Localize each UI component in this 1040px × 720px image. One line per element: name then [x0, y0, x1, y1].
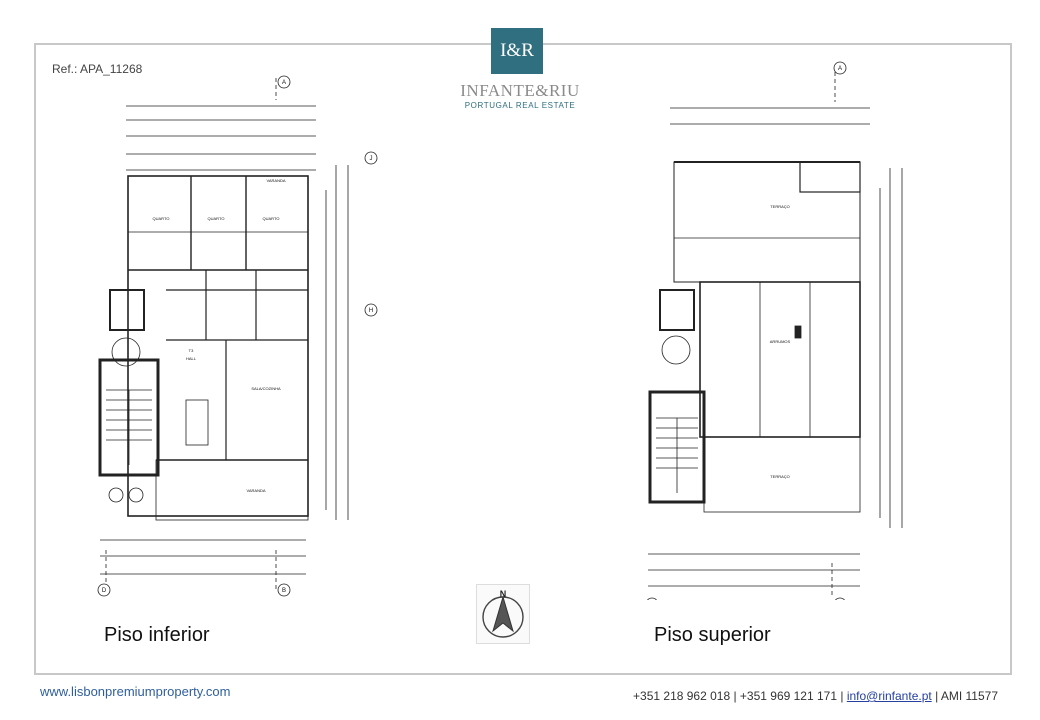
axis-label-bottom-left: D — [102, 588, 107, 594]
axis-label-side: H — [369, 308, 373, 314]
floor-plan-lower: A J H D B QUARTO QUARTO QUARTO VARANDA T… — [97, 75, 378, 597]
caption-lower-floor: Piso inferior — [104, 624, 210, 646]
room-label: TERRAÇO — [770, 474, 790, 479]
room-label: QUARTO — [153, 216, 170, 221]
room-label: VARANDA — [246, 488, 265, 493]
caption-upper-floor: Piso superior — [654, 624, 771, 646]
room-label: QUARTO — [263, 216, 280, 221]
contact-line: +351 218 962 018 | +351 969 121 171 | in… — [633, 689, 998, 703]
ami-license: | AMI 11577 — [935, 689, 998, 703]
north-arrow-icon: N — [476, 584, 530, 644]
website-link[interactable]: www.lisbonpremiumproperty.com — [40, 684, 231, 699]
room-label: QUARTO — [208, 216, 225, 221]
brand-logo-mark: I&R — [491, 28, 543, 74]
axis-label-top: A — [282, 80, 286, 86]
axis-label-corner: J — [370, 156, 373, 162]
room-label: HALL — [186, 356, 197, 361]
reference-code: Ref.: APA_11268 — [52, 62, 143, 76]
room-label: TERRAÇO — [770, 204, 790, 209]
room-label: SALA/COZINHA — [251, 386, 281, 391]
room-label: VARANDA — [266, 178, 285, 183]
compass-label: N — [500, 589, 507, 599]
phone-numbers: +351 218 962 018 | +351 969 121 171 | — [633, 689, 844, 703]
email-link[interactable]: info@rinfante.pt — [846, 689, 932, 703]
axis-label-top: A — [838, 66, 842, 72]
brand-name: INFANTE&RIU — [460, 81, 580, 100]
brand-tagline: PORTUGAL REAL ESTATE — [464, 101, 576, 110]
room-label: T3 — [189, 348, 194, 353]
axis-label-bottom-right: B — [282, 588, 286, 594]
room-label: ARRUMOS — [770, 339, 791, 344]
floor-plan-upper: A L H D B TERRAÇO ARRUMOS TERRAÇO — [647, 61, 903, 600]
